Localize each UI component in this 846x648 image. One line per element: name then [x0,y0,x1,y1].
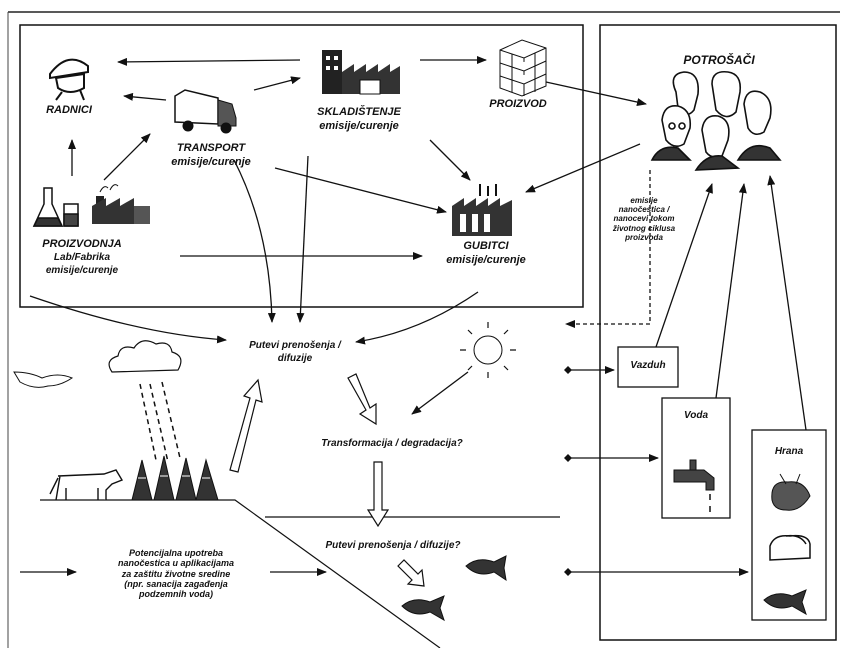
loss-factory-icon [452,184,512,236]
voda-box [661,397,731,519]
label-proizvodnja-sub1: Lab/Fabrika [53,252,111,263]
consumers-icon [650,70,782,171]
arrow-consumers-emissions [565,170,651,328]
bread-icon [769,534,811,561]
arrow-sun-to-transformation [411,371,469,415]
label-putevi-line1: Putevi prenošenja / [249,340,341,351]
ground-line [40,499,441,648]
fish-icon [465,555,507,582]
label-transport: TRANSPORT [176,142,246,154]
faucet-icon [673,459,715,512]
bird-icon [13,371,74,388]
hrana-box [751,429,827,621]
label-potrosaci: POTROŠAČI [683,53,755,67]
arrow-production-to-pathways [29,295,227,344]
label-emisije-note: emisije nanočestica / nanocevi tokom živ… [612,196,676,242]
factory-icon [322,50,400,95]
hollow-arrow-down [366,461,390,528]
label-transformacija: Transformacija / degradacija? [321,438,463,449]
label-skladistenje-sub: emisije/curenje [319,120,399,132]
arrow-food-to-consumers [767,175,807,431]
label-putevi-line2: difuzije [277,353,313,364]
label-proizvod: PROIZVOD [489,98,547,110]
arrow-transport-to-workers [123,92,167,101]
label-voda: Voda [683,410,709,421]
label-gubitci-sub: emisije/curenje [446,254,526,266]
hollow-arrow-to-fish [397,559,425,587]
arrow-transport-to-losses [274,167,447,214]
fish-icon [763,589,807,616]
arrow-transport-to-storage [253,76,301,91]
hollow-arrow-down-right [347,373,377,426]
arrow-storage-to-workers [117,57,301,66]
label-proizvodnja: PROIZVODNJA [42,238,122,250]
worker-icon [49,58,89,101]
lab-flask-icon [32,187,79,227]
label-proizvodnja-sub2: emisije/curenje [45,265,119,276]
hollow-arrow-up [229,378,263,473]
consumers-box [599,24,837,641]
arrow-air-to-consumers [655,183,713,348]
truck-icon [174,89,237,134]
factory-icon [92,184,150,224]
arrow-storage-to-pathways [296,155,309,323]
label-radnici: RADNICI [46,104,92,116]
trees-icon [131,455,219,501]
label-transport-sub: emisije/curenje [171,156,251,168]
arrow-consumers-to-losses [525,143,641,193]
label-potencijalna: Potencijalna upotreba nanočestica u apli… [117,548,235,600]
fish-icon [401,595,445,622]
label-putevi-2: Putevi prenošenja / difuzije? [325,540,461,551]
label-hrana: Hrana [774,446,804,457]
vegetables-icon [771,473,811,511]
vazduh-box [617,346,679,388]
arrow-water-to-consumers [715,183,747,399]
boxes-icon [499,39,547,97]
production-box [19,24,584,308]
arrow-product-to-consumers [545,81,647,106]
arrow-losses-to-pathways [355,291,479,345]
cow-icon [49,469,124,501]
label-vazduh: Vazduh [630,360,666,371]
arrow-transport-to-pathways [233,159,276,323]
label-gubitci: GUBITCI [463,240,509,252]
arrow-production-to-transport [103,133,151,181]
arrow-storage-to-losses [429,139,471,181]
cloud-rain-icon [108,340,182,463]
sun-icon [460,322,516,378]
label-skladistenje: SKLADIŠTENJE [317,106,401,118]
